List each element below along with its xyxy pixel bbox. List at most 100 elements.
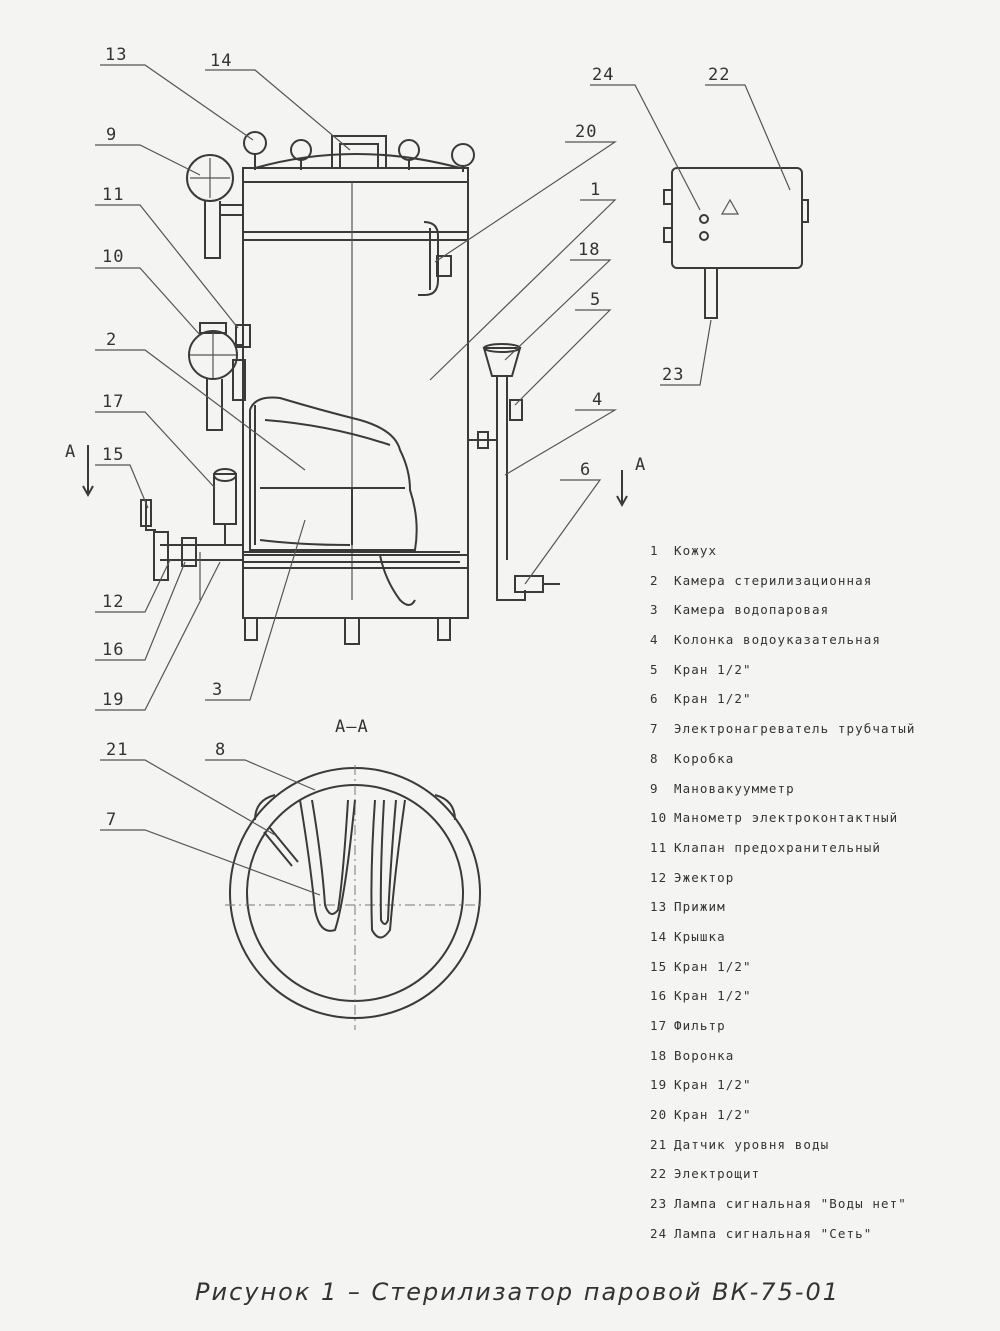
- callout-21: 21: [106, 740, 128, 760]
- water-gauge: [468, 343, 560, 601]
- legend-number: 21: [650, 1136, 668, 1152]
- callout-17: 17: [102, 392, 124, 412]
- callout-15: 15: [102, 445, 124, 465]
- legend-number: 17: [650, 1018, 668, 1033]
- callout-1: 1: [590, 180, 601, 200]
- legend-text: Фильтр: [674, 1018, 726, 1033]
- callout-23: 23: [662, 365, 684, 385]
- callout-13: 13: [105, 45, 127, 65]
- callout-2: 2: [106, 330, 117, 350]
- legend-text: Прижим: [674, 899, 726, 915]
- legend-item: 23 Лампа сигнальная "Воды нет": [650, 1193, 916, 1223]
- legend-number: 3: [650, 602, 659, 618]
- legend-text: Кран 1/2": [674, 661, 752, 677]
- legend-text: Манометр электроконтактный: [674, 810, 899, 826]
- callout-8: 8: [215, 740, 226, 760]
- legend-item: 17 Фильтр: [650, 1015, 916, 1045]
- legend-number: 24: [650, 1225, 668, 1241]
- legend-item: 13 Прижим: [650, 896, 916, 926]
- parts-legend: 1 Кожух 2 Камера стерилизационная 3 Камера во…: [650, 540, 916, 1253]
- legend-number: 4: [650, 632, 659, 648]
- legend-item: 3 Камера водопаровая: [650, 599, 916, 629]
- figure-caption: Рисунок 1 – Стерилизатор паровой ВК-75-0…: [195, 1278, 841, 1306]
- section-mark-right: A: [635, 455, 646, 475]
- section-marks: [82, 445, 628, 508]
- legend-number: 23: [650, 1196, 668, 1212]
- callout-20: 20: [575, 122, 597, 142]
- legend-text: Кран 1/2": [674, 1107, 752, 1123]
- section-title: A–A: [335, 717, 369, 737]
- legend-item: 6 Кран 1/2": [650, 688, 916, 718]
- callout-10: 10: [102, 247, 124, 267]
- legend-number: 19: [650, 1077, 668, 1093]
- legend-number: 10: [650, 810, 668, 826]
- legend-text: Кожух: [674, 543, 718, 558]
- legend-number: 18: [650, 1047, 668, 1063]
- callout-16: 16: [102, 640, 124, 660]
- legend-item: 8 Коробка: [650, 748, 916, 778]
- legend-text: Кран 1/2": [674, 958, 752, 974]
- callout-14: 14: [210, 51, 232, 71]
- legend-item: 24 Лампа сигнальная "Сеть": [650, 1223, 916, 1253]
- callout-7: 7: [106, 810, 117, 830]
- lid-handle: [331, 135, 387, 168]
- legend-text: Клапан предохранительный: [674, 839, 882, 855]
- legend-number: 12: [650, 869, 668, 885]
- callout-5: 5: [590, 290, 601, 310]
- callout-labels: 13 14 9 11 10 2 17 15 12 16 19 3 20 1 18…: [65, 45, 729, 830]
- lid-clamps: [243, 131, 475, 172]
- legend-item: 7 Электронагреватель трубчатый: [650, 718, 916, 748]
- callout-3: 3: [212, 680, 223, 700]
- callout-6: 6: [580, 460, 591, 480]
- legend-text: Датчик уровня воды: [674, 1136, 830, 1152]
- legend-text: Воронка: [674, 1047, 735, 1063]
- chambers: [249, 396, 418, 606]
- legend-item: 10 Манометр электроконтактный: [650, 807, 916, 837]
- legend-number: 8: [650, 750, 659, 766]
- legend-number: 1: [650, 543, 659, 558]
- leader-lines: [95, 64, 791, 896]
- legend-number: 22: [650, 1166, 668, 1182]
- manovacuummeter: [186, 154, 243, 259]
- legend-number: 16: [650, 988, 668, 1004]
- legend-text: Кран 1/2": [674, 691, 752, 707]
- legend-number: 13: [650, 899, 668, 915]
- legend-item: 1 Кожух: [650, 540, 916, 570]
- legend-item: 9 Мановакуумметр: [650, 778, 916, 808]
- legend-text: Эжектор: [674, 869, 735, 885]
- callout-11: 11: [102, 185, 124, 205]
- section-mark-left: A: [65, 442, 76, 462]
- callout-19: 19: [102, 690, 124, 710]
- legend-item: 12 Эжектор: [650, 867, 916, 897]
- sterilizer-body: [242, 153, 469, 645]
- legend-text: Лампа сигнальная "Сеть": [674, 1225, 873, 1241]
- legend-text: Мановакуумметр: [674, 780, 795, 796]
- electrical-cabinet: [663, 167, 809, 319]
- legend-text: Коробка: [674, 750, 735, 766]
- callout-12: 12: [102, 592, 124, 612]
- callout-18: 18: [578, 240, 600, 260]
- legend-number: 9: [650, 780, 659, 796]
- legend-text: Лампа сигнальная "Воды нет": [674, 1196, 907, 1212]
- contact-manometer: [188, 322, 251, 431]
- legend-text: Крышка: [674, 928, 726, 944]
- legend-number: 7: [650, 721, 659, 737]
- legend-text: Электронагреватель трубчатый: [674, 721, 916, 737]
- legend-number: 2: [650, 572, 659, 588]
- legend-text: Камера водопаровая: [674, 602, 830, 618]
- legend-item: 18 Воронка: [650, 1045, 916, 1075]
- callout-4: 4: [592, 390, 603, 410]
- legend-text: Камера стерилизационная: [674, 572, 873, 588]
- legend-number: 6: [650, 691, 659, 707]
